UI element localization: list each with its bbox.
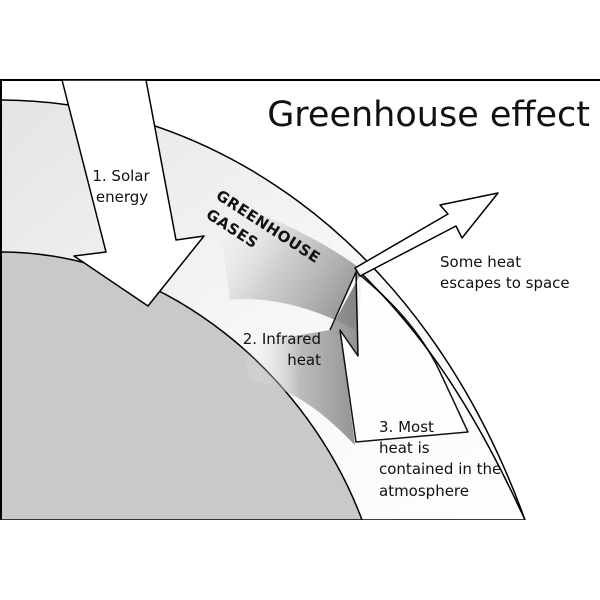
infrared-label-line2: heat xyxy=(287,351,321,369)
greenhouse-gas-shading xyxy=(215,195,362,330)
infrared-shading xyxy=(240,270,362,445)
contained-label-line4: atmosphere xyxy=(379,482,469,500)
solar-energy-label-line1: 1. Solar xyxy=(92,167,150,185)
contained-label-line2: heat is xyxy=(379,439,430,457)
contained-label-line1: 3. Most xyxy=(379,418,434,436)
infrared-label-line1: 2. Infrared xyxy=(243,330,321,348)
solar-energy-label-line2: energy xyxy=(96,188,148,206)
escape-label-line2: escapes to space xyxy=(440,274,570,292)
diagram-title: Greenhouse effect xyxy=(267,95,590,135)
contained-label-line3: contained in the xyxy=(379,460,501,478)
outer-atmosphere-line xyxy=(355,267,526,520)
solar-energy-arrow xyxy=(61,79,205,307)
escape-heat-arrow xyxy=(354,192,499,277)
escape-label-line1: Some heat xyxy=(440,253,521,271)
